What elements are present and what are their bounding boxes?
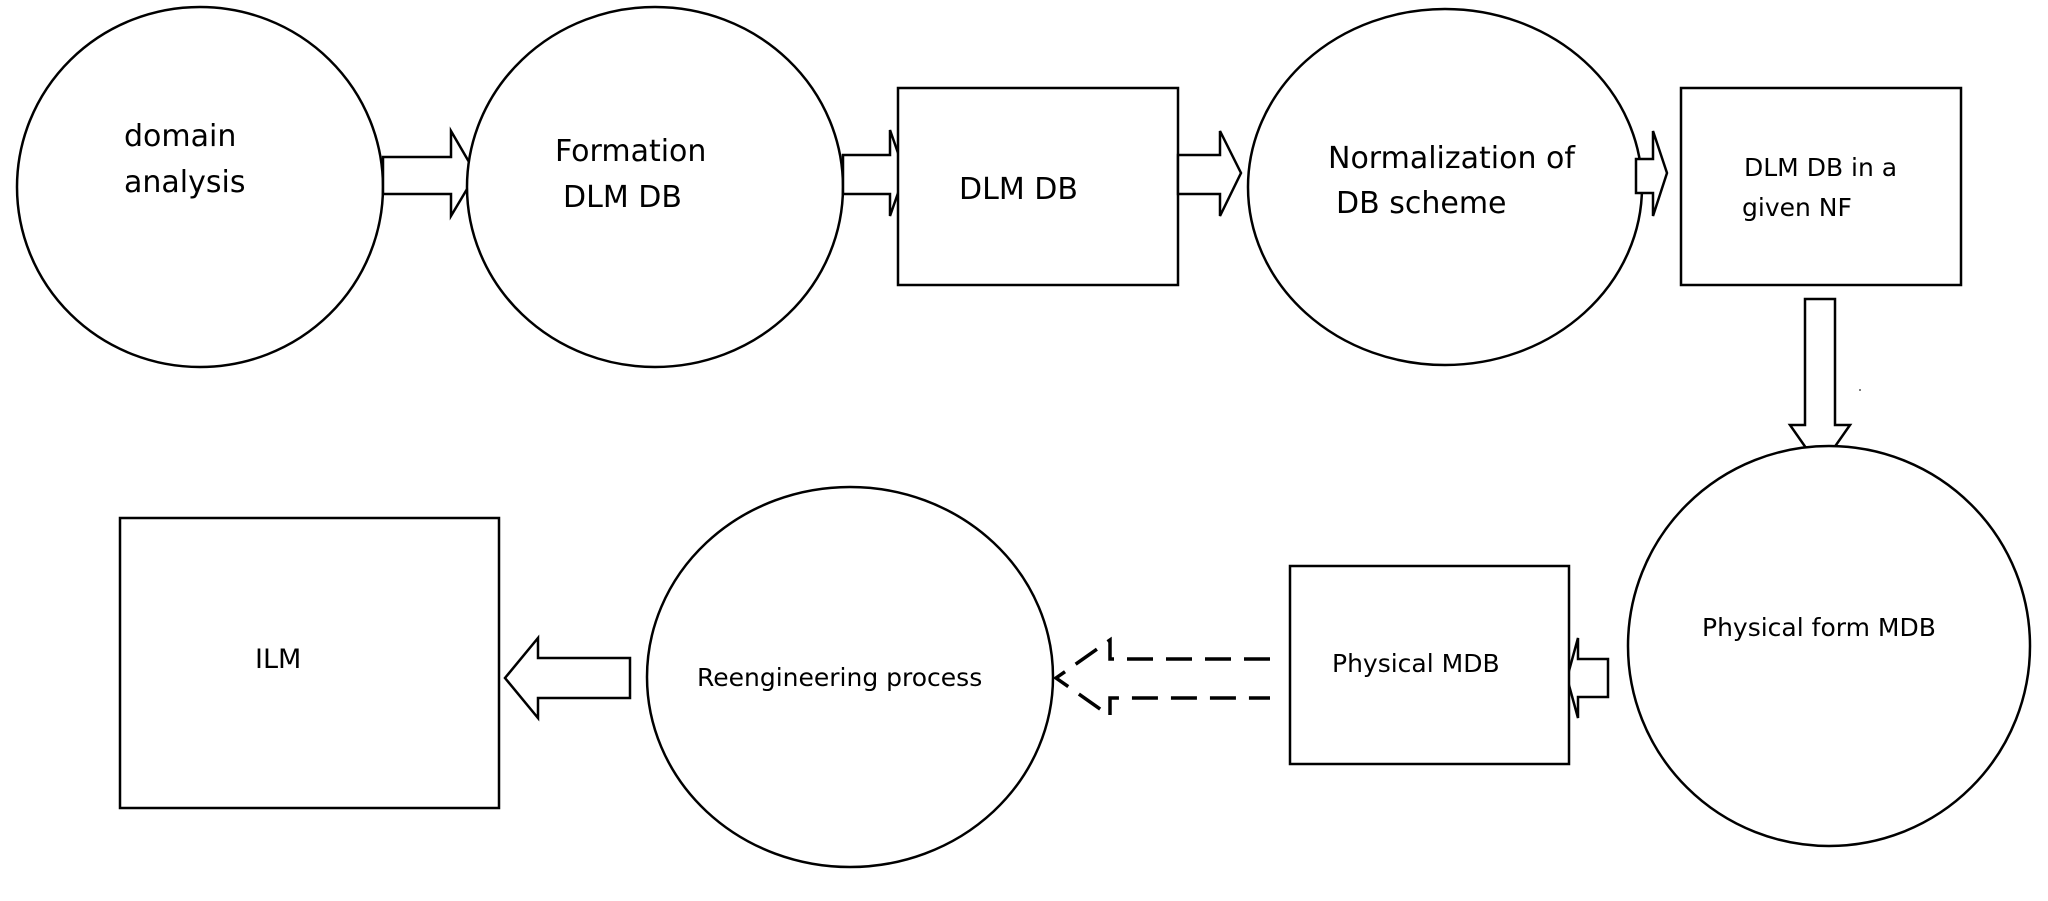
- node-normalization: Normalization of DB scheme: [1246, 7, 1644, 367]
- dlm-db-label: DLM DB: [959, 172, 1078, 207]
- arrow-dlm-db-to-normalization: [1176, 130, 1243, 217]
- dlm-db-nf-label-line1: DLM DB in a: [1744, 153, 1897, 182]
- arrow-physical-form-to-physical-mdb: [1565, 637, 1610, 719]
- arrow-formation-to-dlm-db: [841, 129, 907, 217]
- reengineering-label: Reengineering process: [697, 663, 982, 692]
- node-formation-dlm-db: Formation DLM DB: [465, 5, 845, 369]
- normalization-label-line1: Normalization of: [1328, 141, 1576, 176]
- normalization-label-line2: DB scheme: [1336, 186, 1507, 221]
- formation-label-line2: DLM DB: [563, 180, 682, 215]
- node-ilm: ILM: [118, 516, 501, 810]
- ilm-label: ILM: [255, 644, 301, 675]
- domain-analysis-label-line2: analysis: [124, 165, 245, 200]
- formation-label-line1: Formation: [555, 134, 706, 169]
- arrow-domain-to-formation: [381, 126, 478, 221]
- node-physical-mdb: Physical MDB: [1288, 564, 1571, 766]
- node-reengineering-process: Reengineering process: [645, 485, 1055, 869]
- node-dlm-db: DLM DB: [896, 86, 1180, 287]
- node-domain-analysis: domain analysis: [15, 5, 385, 369]
- physical-mdb-label: Physical MDB: [1332, 649, 1500, 678]
- arrow-dlm-db-nf-to-physical-form: [1787, 297, 1853, 471]
- arrow-reengineering-to-ilm: [503, 634, 632, 722]
- arrow-normalization-to-dlm-db-nf: [1634, 130, 1669, 217]
- dlm-db-nf-label-line2: given NF: [1742, 193, 1852, 222]
- node-physical-form-mdb: Physical form MDB: [1626, 444, 2032, 848]
- arrow-physical-mdb-to-reengineering-dashed: [1052, 636, 1270, 720]
- node-dlm-db-nf: DLM DB in a given NF: [1679, 86, 1963, 287]
- stray-dot: [1859, 389, 1861, 391]
- domain-analysis-label-line1: domain: [124, 119, 236, 154]
- physical-form-mdb-label: Physical form MDB: [1702, 613, 1936, 642]
